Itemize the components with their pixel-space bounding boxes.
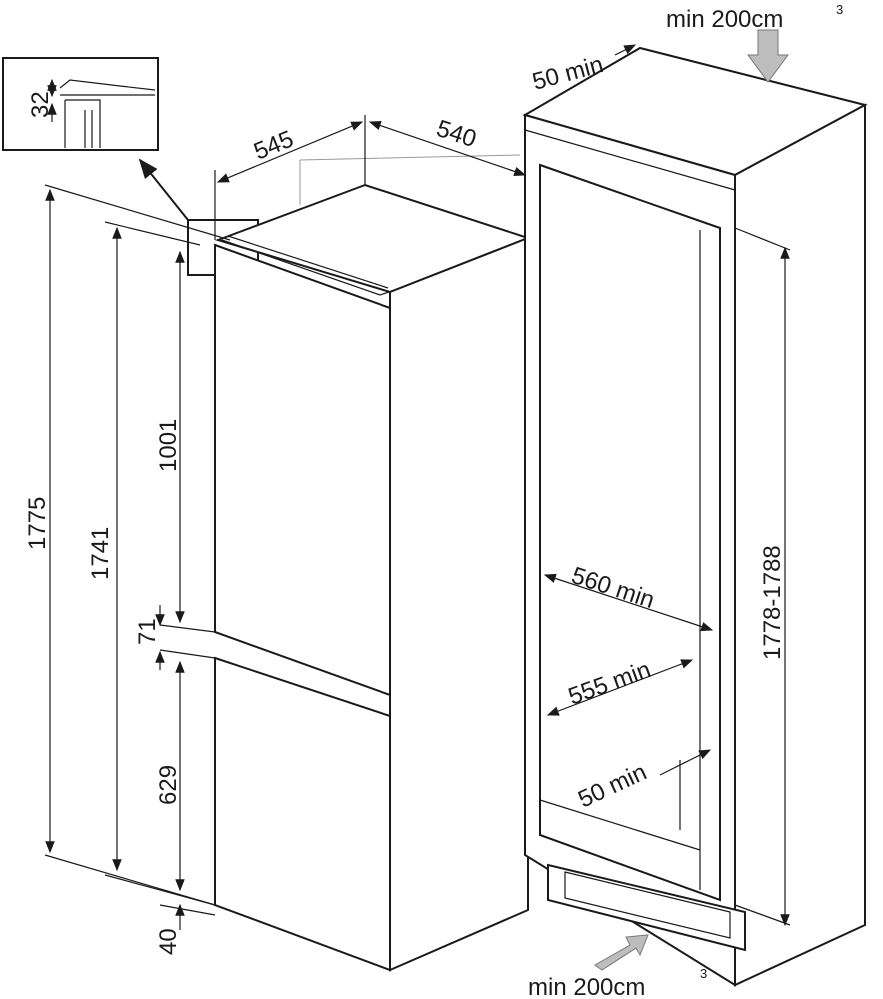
appliance-fridge <box>214 154 531 972</box>
depth-label: 540 <box>433 115 479 153</box>
airflow-in-arrow-icon <box>747 29 789 83</box>
vent-bottom-superscript: 3 <box>700 966 707 981</box>
body-height-label: 1741 <box>87 527 114 580</box>
upper-door <box>214 243 391 697</box>
base-offset-label: 40 <box>155 928 182 955</box>
upper-door-height-label: 1001 <box>155 419 182 472</box>
appliance-side <box>389 236 529 972</box>
lower-door <box>214 656 391 972</box>
detail-inset: 32 <box>2 57 159 151</box>
ventilation-top: min 200cm 3 <box>666 2 843 83</box>
niche-height-label: 1778-1788 <box>759 545 786 660</box>
vent-top-superscript: 3 <box>836 2 843 17</box>
bottom-vent <box>547 863 746 952</box>
ventilation-bottom: min 200cm 3 <box>528 934 707 999</box>
total-height-label: 1775 <box>24 497 51 550</box>
niche-cabinet <box>522 46 868 987</box>
detail-pointer-arrow <box>138 158 189 221</box>
vent-top-label: min 200cm <box>666 6 783 33</box>
door-gap-label: 71 <box>134 618 161 645</box>
detail-gap-label: 32 <box>27 91 54 118</box>
width-label: 545 <box>250 126 297 166</box>
airflow-out-arrow-icon <box>594 934 649 971</box>
lower-door-height-label: 629 <box>155 765 182 805</box>
vent-bottom-label: min 200cm <box>528 974 645 999</box>
